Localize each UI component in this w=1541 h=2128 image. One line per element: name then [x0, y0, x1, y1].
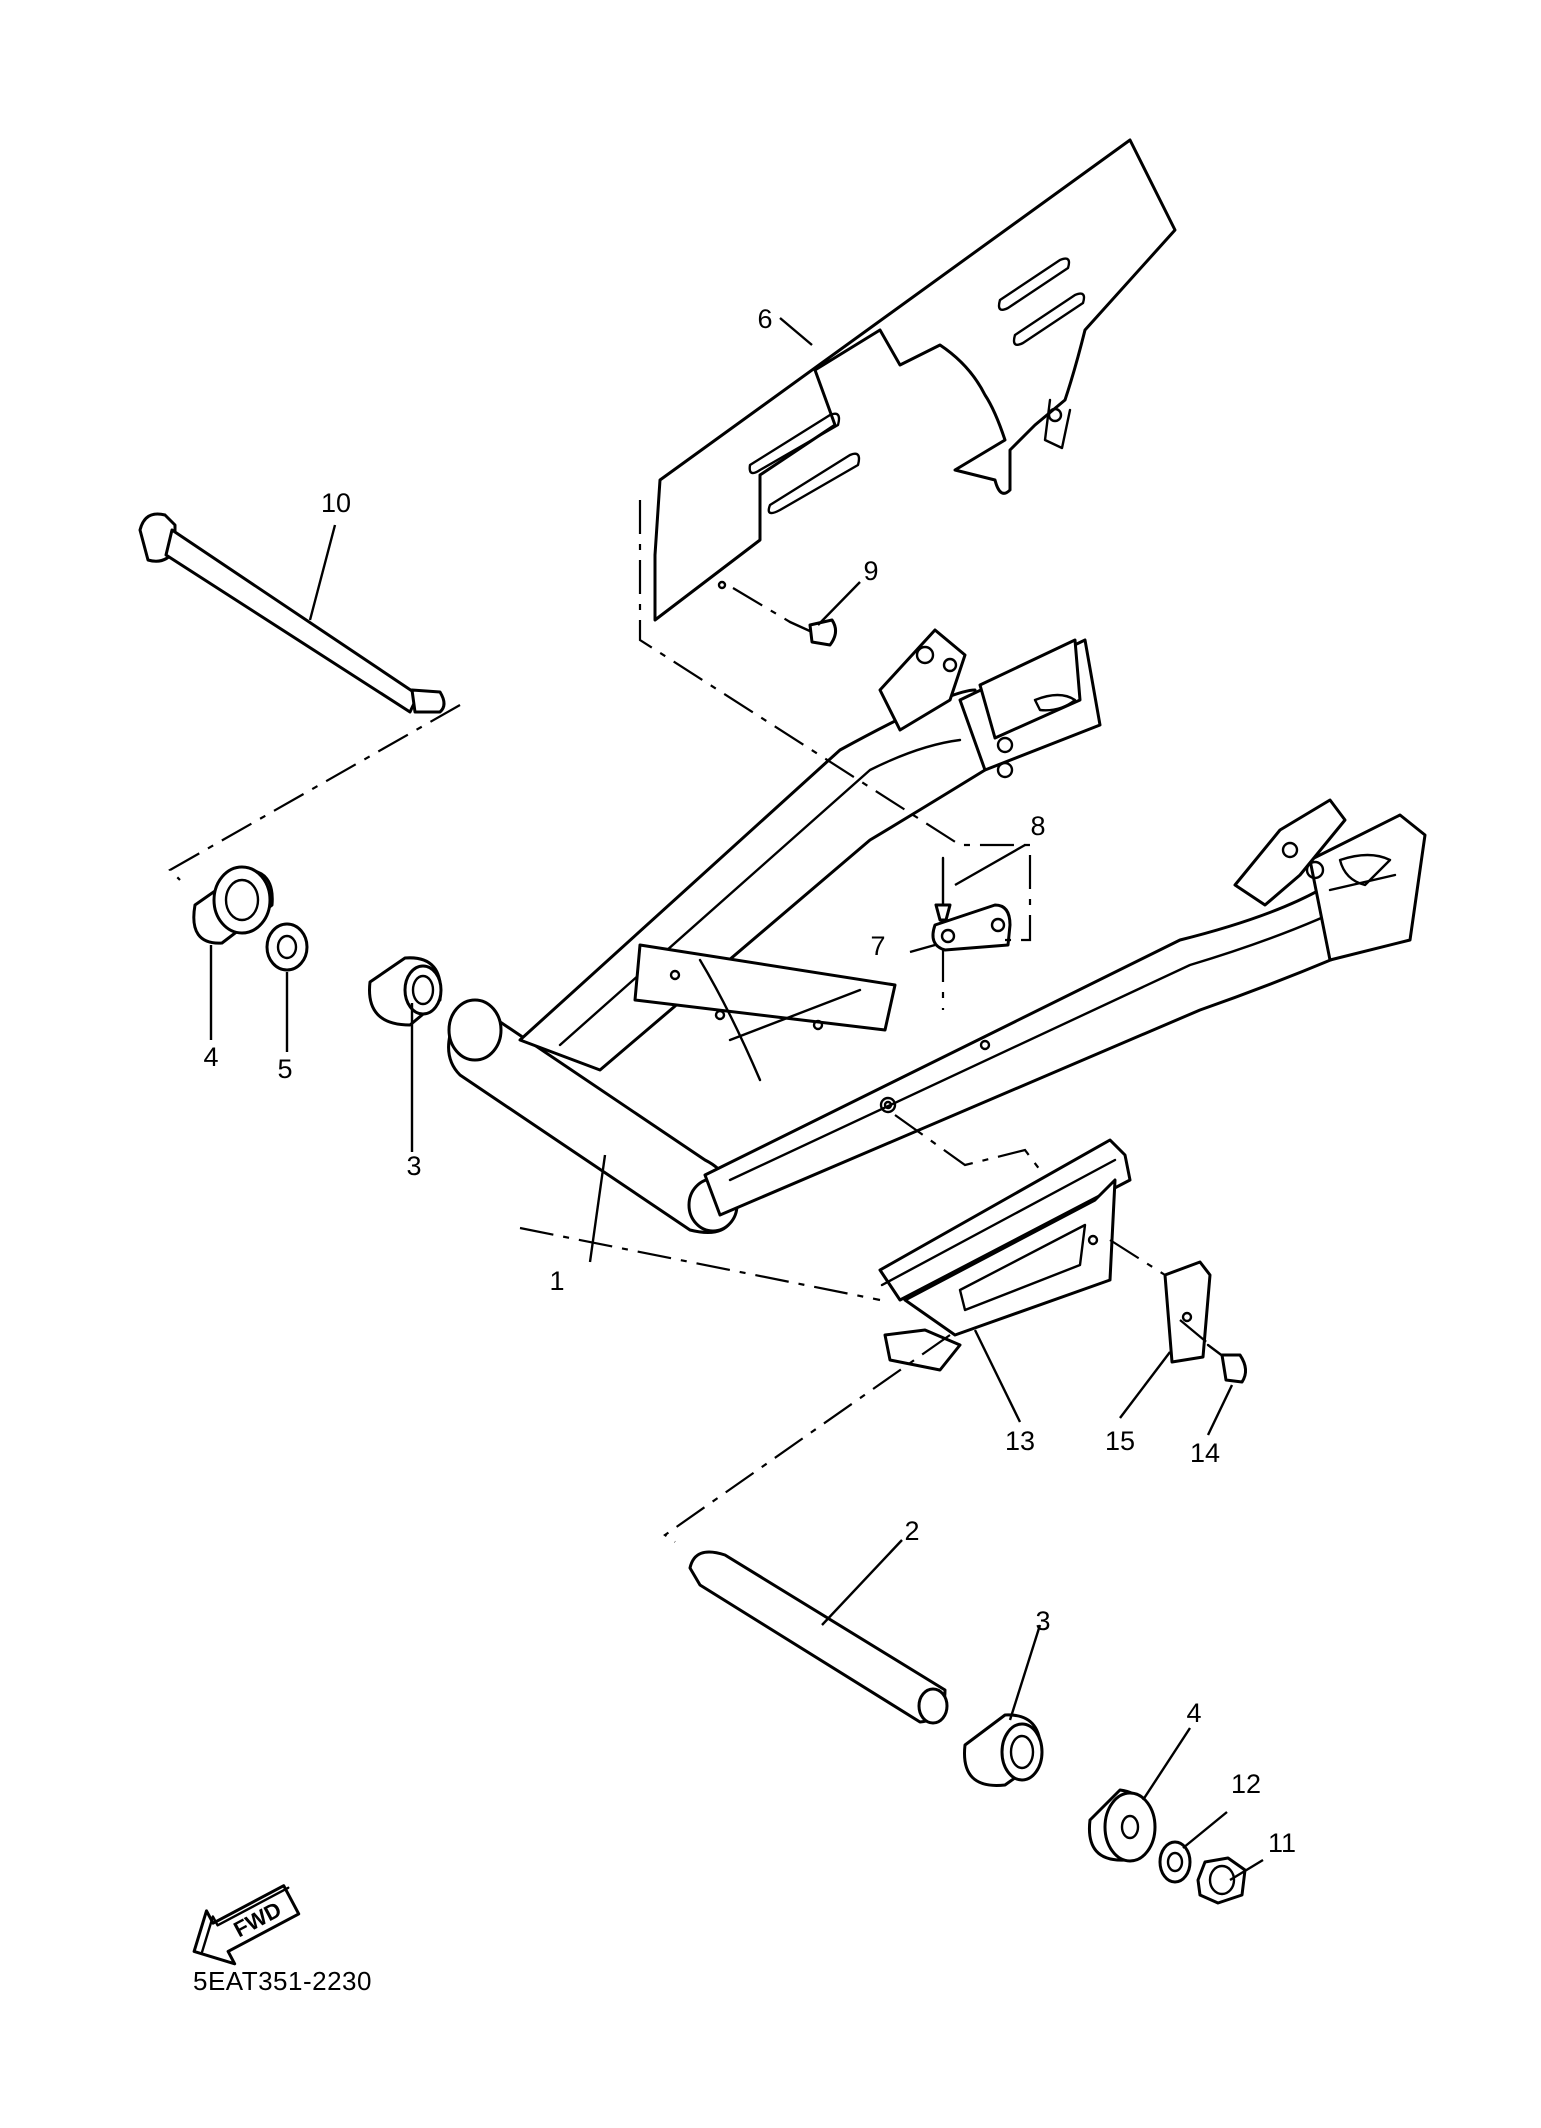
chain-guide-part [878, 1138, 1132, 1372]
callout-5: 5 [277, 1054, 292, 1084]
center-lines [168, 500, 1211, 1543]
callout-15: 15 [1105, 1426, 1135, 1456]
callout-11: 11 [1268, 1828, 1296, 1858]
callout-14: 14 [1190, 1438, 1220, 1468]
callout-numbers: 1 2 3 3 4 4 5 6 7 8 9 10 11 12 13 14 15 [203, 304, 1296, 1858]
callout-10: 10 [321, 488, 351, 518]
bushing-upper-part [368, 956, 443, 1027]
callout-8: 8 [1030, 811, 1045, 841]
bearing-lower-part [1087, 1788, 1157, 1863]
callout-1: 1 [549, 1266, 564, 1296]
collar-part [688, 1550, 949, 1725]
pivot-shaft-part [138, 512, 446, 714]
callout-3-lower: 3 [1035, 1606, 1050, 1636]
callout-2: 2 [904, 1516, 919, 1546]
fwd-arrow-icon: FWD [192, 1884, 301, 1966]
callout-3-upper: 3 [406, 1151, 421, 1181]
diagram-code: 5EAT351-2230 [193, 1966, 372, 1996]
bearing-upper-part [192, 865, 274, 945]
bushing-lower-part [963, 1713, 1044, 1787]
callout-4-upper: 4 [203, 1042, 218, 1072]
callout-4-lower: 4 [1186, 1698, 1201, 1728]
callout-7: 7 [870, 931, 885, 961]
callout-6: 6 [757, 304, 772, 334]
bolt-9-part [788, 618, 837, 647]
chain-guide-bracket-part [931, 903, 1012, 952]
callout-13: 13 [1005, 1426, 1035, 1456]
washer-part [265, 922, 309, 972]
leader-lines [209, 317, 1264, 1882]
washer-12-part [1158, 1840, 1192, 1884]
plate-part [1163, 1260, 1212, 1364]
callout-12: 12 [1231, 1769, 1261, 1799]
chain-case-part [653, 138, 1177, 622]
callout-9: 9 [863, 556, 878, 586]
bolt-14-part [1206, 1343, 1247, 1384]
swingarm-part [447, 628, 1427, 1234]
nut-part [1196, 1856, 1247, 1905]
